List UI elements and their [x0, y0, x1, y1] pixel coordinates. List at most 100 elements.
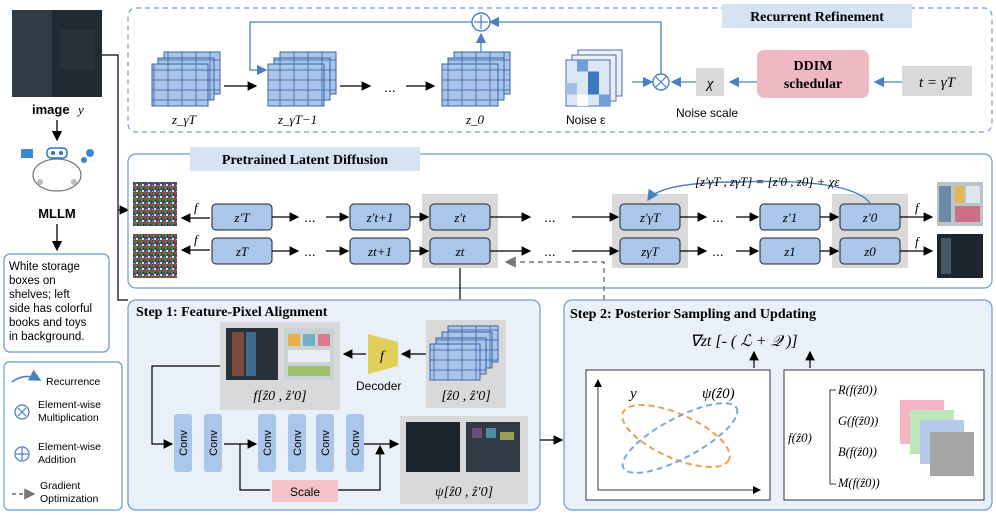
conv-4: Conv	[292, 430, 304, 456]
top-node-zT: z′T	[233, 210, 250, 225]
top-node-zgT: z′γT	[639, 210, 661, 225]
conv-1: Conv	[178, 430, 190, 456]
recurrence-icon	[11, 369, 42, 383]
scale-label: Scale	[290, 485, 320, 499]
add-icon	[14, 446, 30, 462]
step1-title: Step 1: Feature-Pixel Alignment	[136, 305, 328, 320]
latent-pair-stack	[429, 325, 499, 381]
conv-5: Conv	[320, 430, 332, 456]
robot-icon	[21, 147, 94, 192]
legend-grad-2: Optimization	[40, 493, 99, 505]
conv-6: Conv	[350, 430, 362, 456]
f-hat-label: f[ẑ0 , ẑ′0]	[253, 389, 306, 404]
legend-grad-1: Gradient	[40, 480, 80, 492]
channel-r: R(f(ẑ0))	[837, 383, 877, 397]
legend-add-1: Element-wise	[38, 441, 101, 453]
recurrence-eq: [z′γT , zγT] = [z′0 , z0] + χε	[695, 174, 840, 189]
gradient-arrow	[504, 256, 605, 300]
ddim-line1: DDIM	[794, 59, 833, 74]
top-node-zt1: z′t+1	[366, 210, 394, 225]
psi-image-1	[406, 422, 460, 472]
legend-mult-2: Multiplication	[38, 412, 99, 424]
y-ellipse	[621, 404, 731, 468]
channel-stack	[900, 400, 974, 476]
bottom-node-zt: zt	[455, 244, 465, 259]
image-label: image	[32, 102, 70, 117]
psi-ellipse	[621, 402, 739, 474]
legend-mult-1: Element-wise	[38, 399, 101, 411]
top-node-z0: z′0	[862, 210, 878, 225]
refine-dots: ...	[384, 79, 396, 95]
latent-stack-zgT	[151, 51, 221, 107]
dots-top-1: ...	[304, 209, 316, 225]
bottom-node-zT: zT	[235, 244, 249, 259]
latent-pair-label: [ẑ0 , ẑ′0]	[441, 389, 490, 404]
step2-grad: ∇zt [- ( ℒ + 𝒬 )]	[690, 333, 798, 350]
conv-3: Conv	[262, 430, 274, 456]
refine-add-node	[471, 12, 491, 32]
legend-box	[3, 361, 123, 511]
caption-text: White storage boxes on shelves; left sid…	[9, 261, 95, 343]
refine-zgT1: z_γT−1	[277, 112, 317, 127]
noise-image-bottom	[133, 234, 177, 278]
legend-add-2: Addition	[38, 454, 76, 466]
decoder-label: Decoder	[356, 379, 401, 393]
dots-bottom-2: ...	[544, 243, 556, 259]
input-image-shelf	[12, 10, 52, 97]
dots-top-2: ...	[544, 209, 556, 225]
caption-box	[3, 253, 110, 353]
refine-noise-scale: Noise scale	[676, 106, 738, 120]
t-box	[902, 66, 972, 96]
pretrained-title-bg	[190, 147, 420, 171]
top-node-zt: z′t	[453, 210, 466, 225]
latent-stack-zgT1	[267, 51, 337, 107]
psi-label: ψ[ẑ0 , ẑ′0]	[435, 485, 493, 500]
dots-bottom-3: ...	[712, 243, 724, 259]
dots-bottom-1: ...	[304, 243, 316, 259]
noise-stack	[565, 49, 623, 107]
channel-bracket	[829, 389, 836, 485]
image-var: y	[76, 102, 84, 117]
input-image-box	[60, 30, 95, 70]
channel-f-of: f(ẑ0)	[788, 430, 812, 445]
bottom-node-zgT: zγT	[640, 244, 659, 259]
legend-recurrence: Recurrence	[46, 376, 100, 388]
recurrent-refinement-panel	[127, 7, 993, 133]
refine-zgT: z_γT	[171, 112, 197, 127]
recurrence-curve	[647, 180, 871, 204]
refine-t: t = γT	[919, 75, 957, 91]
plot-psi: ψ(ẑ0)	[702, 386, 735, 402]
decoder-shape	[368, 334, 398, 374]
refine-noise: Noise ε	[566, 113, 606, 127]
refine-z0: z_0	[465, 112, 485, 127]
f-right-top: f	[915, 200, 921, 215]
latent-stack-z0	[441, 51, 511, 107]
ddim-line2: schedular	[784, 77, 842, 92]
channel-m: M(f(ẑ0))	[837, 476, 880, 490]
refine-chi: χ	[705, 76, 714, 92]
posterior-plot	[585, 369, 771, 501]
refine-mult-node	[652, 73, 670, 91]
bottom-node-zt1: zt+1	[367, 244, 392, 259]
scale-box	[272, 480, 338, 502]
mllm-label: MLLM	[38, 206, 76, 221]
refine-title: Recurrent Refinement	[750, 10, 884, 25]
ddim-box	[757, 50, 869, 98]
decoder-f: f	[380, 349, 386, 364]
f-left-top: f	[194, 200, 200, 215]
chi-box	[696, 68, 724, 96]
noise-image-top	[133, 182, 177, 226]
dots-top-3: ...	[712, 209, 724, 225]
pretrained-bottom-row	[211, 237, 901, 265]
bottom-node-z0: z0	[863, 244, 876, 259]
plot-y: y	[628, 386, 637, 402]
bottom-node-z1: z1	[783, 244, 796, 259]
multiply-icon	[14, 404, 30, 420]
channel-b: B(f(ẑ0))	[838, 445, 877, 459]
conv-blocks	[174, 414, 364, 472]
channel-g: G(f(ẑ0))	[838, 414, 878, 428]
step2-title: Step 2: Posterior Sampling and Updating	[570, 307, 816, 322]
refine-title-bg	[722, 4, 912, 28]
pretrained-title: Pretrained Latent Diffusion	[222, 153, 388, 168]
